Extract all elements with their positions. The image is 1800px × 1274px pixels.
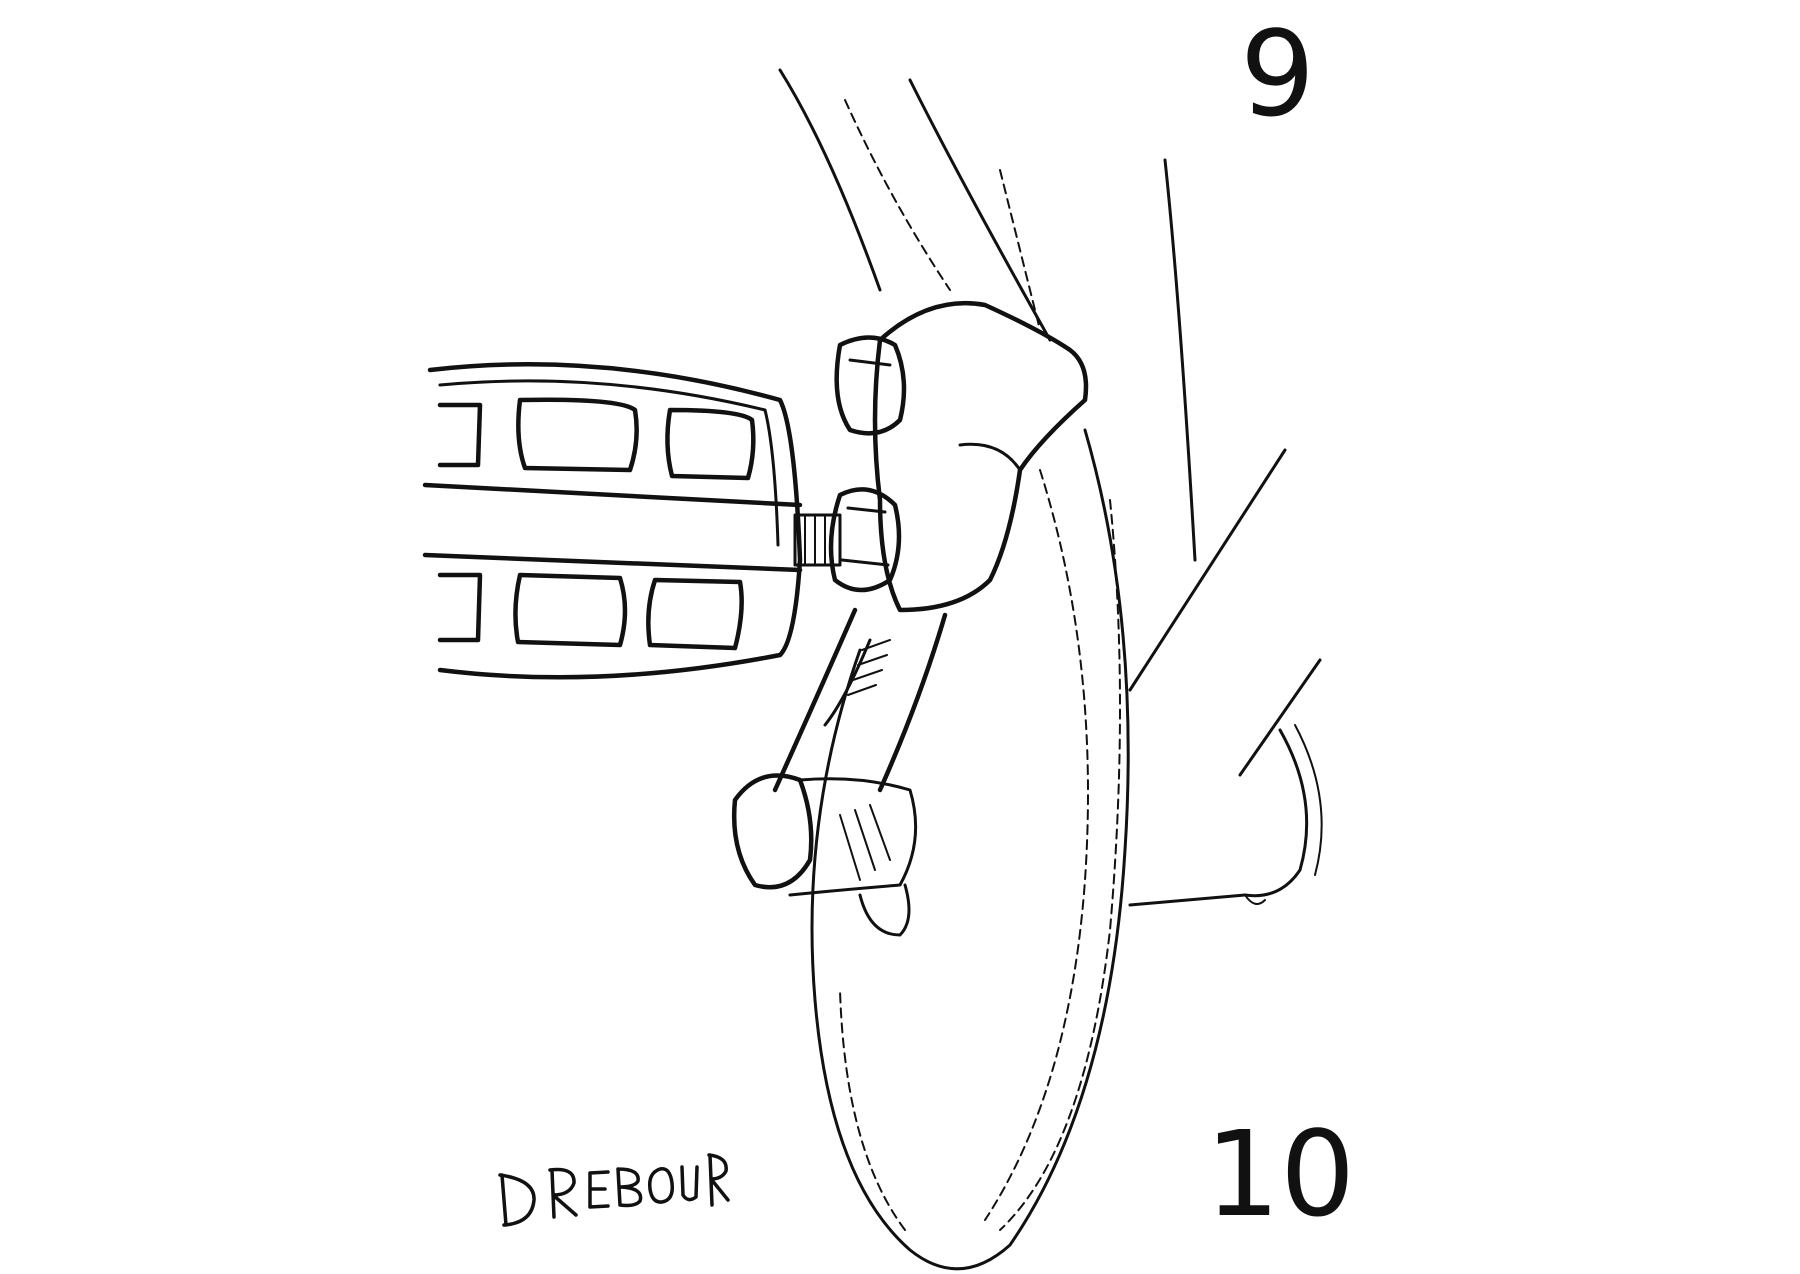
- artist-signature: [498, 1153, 730, 1227]
- chainring: [810, 428, 1130, 1271]
- figure-number-9: 9: [1240, 5, 1316, 143]
- frame-tubes: [778, 68, 1322, 777]
- bottom-bracket: [1128, 724, 1323, 907]
- crank-arm: [731, 300, 1089, 937]
- figure-number-10: 10: [1205, 1105, 1356, 1243]
- pedal: [422, 362, 803, 680]
